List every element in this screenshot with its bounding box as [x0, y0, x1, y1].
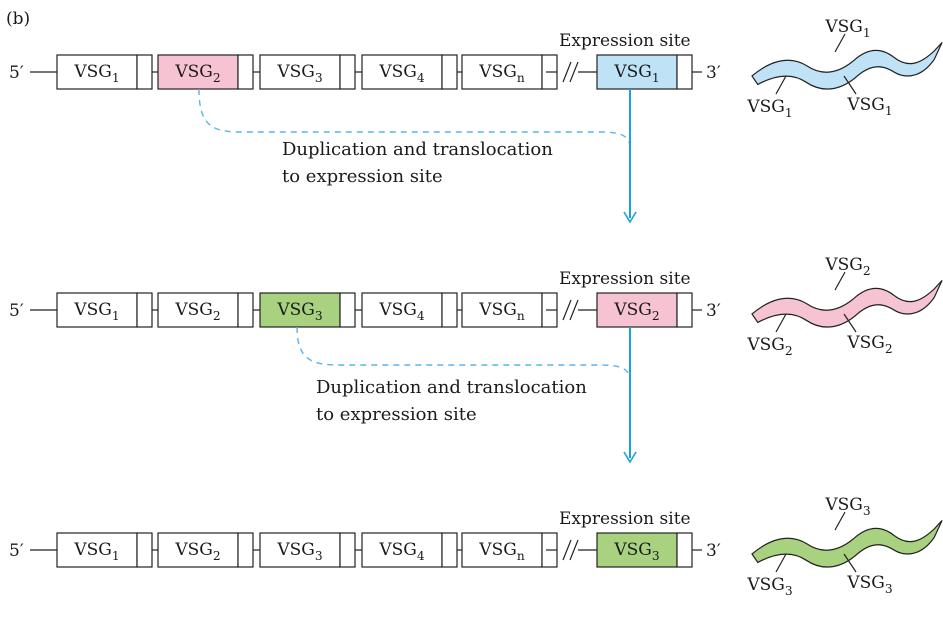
trypanosome-label: VSG2: [746, 335, 792, 358]
five-prime-label: 5′: [9, 301, 24, 321]
gene-label: VSG1: [73, 300, 119, 323]
caption-line: Duplication and translocation: [282, 139, 553, 160]
five-prime-label: 5′: [9, 541, 24, 561]
translocation-path: [296, 326, 631, 382]
trypanosome-label: VSG1: [746, 97, 792, 120]
gene-tail: [441, 54, 458, 90]
gene-box: [361, 532, 443, 568]
gene-label: VSG2: [174, 300, 220, 323]
three-prime-label: 3′: [706, 541, 721, 561]
trypanosome-body: [751, 519, 943, 568]
gene-label: VSGn: [478, 540, 525, 563]
gene-tail: [237, 54, 254, 90]
gene-tail: [237, 532, 254, 568]
gene-label: VSGn: [478, 300, 525, 323]
expressed-gene-label: VSG2: [613, 300, 659, 323]
gene-box: [461, 54, 543, 90]
trypanosome-body: [751, 41, 943, 90]
gene-tail: [339, 54, 356, 90]
expressed-gene-label: VSG3: [613, 540, 659, 563]
expression-site-label: Expression site: [559, 509, 691, 529]
gene-box: [259, 54, 341, 90]
expression-site-label: Expression site: [559, 31, 691, 51]
trypanosome-body: [751, 279, 943, 328]
trypanosome-label: VSG1: [846, 95, 892, 118]
three-prime-label: 3′: [706, 301, 721, 321]
gene-box: [157, 292, 239, 328]
gene-box: [361, 54, 443, 90]
arrow-head-icon: [623, 211, 637, 224]
trypanosome: [751, 41, 943, 90]
arrow-head-icon: [623, 451, 637, 464]
expression-site-box: [596, 532, 678, 568]
gene-label: VSG4: [378, 62, 425, 85]
gene-label: VSG2: [174, 62, 220, 85]
gene-tail: [339, 532, 356, 568]
gene-box: [361, 292, 443, 328]
gene-label: VSGn: [478, 62, 525, 85]
translocation-path: [198, 88, 631, 149]
gene-tail: [676, 54, 693, 90]
five-prime-label: 5′: [9, 63, 24, 83]
expression-site-label: Expression site: [559, 269, 691, 289]
expressed-gene-label: VSG1: [613, 62, 659, 85]
trypanosome-label: VSG3: [846, 573, 892, 596]
expression-site-box: [596, 292, 678, 328]
gene-label: VSG1: [73, 62, 119, 85]
caption-line: to expression site: [316, 404, 477, 425]
gene-label: VSG4: [378, 300, 425, 323]
panel-label: (b): [6, 9, 30, 29]
gene-label: VSG2: [174, 540, 220, 563]
gene-tail: [237, 292, 254, 328]
caption-line: to expression site: [282, 166, 443, 187]
caption-line: Duplication and translocation: [316, 377, 587, 398]
gene-label: VSG4: [378, 540, 425, 563]
gene-box: [259, 532, 341, 568]
gene-tail: [676, 292, 693, 328]
gene-label: VSG3: [276, 62, 322, 85]
trypanosome-label: VSG2: [846, 333, 892, 356]
gene-label: VSG3: [276, 540, 322, 563]
gene-tail: [441, 292, 458, 328]
gene-tail: [339, 292, 356, 328]
gene-tail: [136, 292, 153, 328]
gene-label: VSG1: [73, 540, 119, 563]
gene-tail: [676, 532, 693, 568]
trypanosome: [751, 279, 943, 328]
gene-box: [157, 532, 239, 568]
trypanosome-label: VSG1: [824, 17, 870, 40]
gene-tail: [136, 54, 153, 90]
gene-box: [259, 292, 341, 328]
expression-site-box: [596, 54, 678, 90]
trypanosome-label: VSG2: [824, 255, 870, 278]
gene-tail: [441, 532, 458, 568]
gene-box: [56, 532, 138, 568]
trypanosome: [751, 519, 943, 568]
trypanosome-label: VSG3: [824, 495, 870, 518]
gene-label: VSG3: [276, 300, 322, 323]
trypanosome-label: VSG3: [746, 575, 792, 598]
three-prime-label: 3′: [706, 63, 721, 83]
gene-tail: [136, 532, 153, 568]
gene-box: [157, 54, 239, 90]
